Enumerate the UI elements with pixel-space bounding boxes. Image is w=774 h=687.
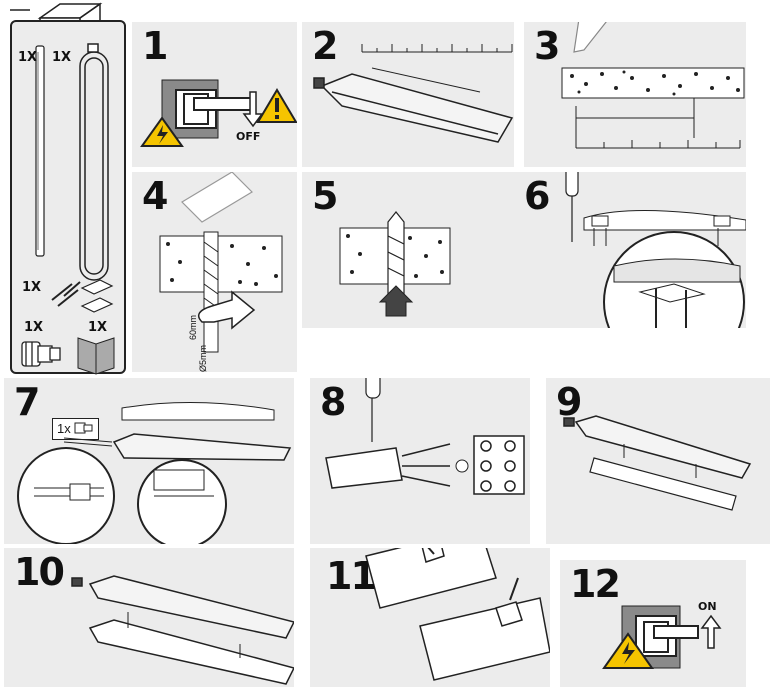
- gland-badge-count: 1x: [57, 421, 71, 436]
- gland-badge: 1x: [52, 418, 100, 440]
- ground-symbol-icon: [455, 459, 469, 473]
- manual-quantity: 1X: [88, 320, 108, 335]
- wall-plug-icon: [387, 211, 405, 297]
- step-2-panel: 2: [302, 22, 514, 167]
- kit-frame: [10, 20, 126, 374]
- bracket-icon: [80, 279, 114, 313]
- led-tube-icon: [35, 45, 45, 257]
- drill-depth-label: 60mm: [188, 314, 198, 340]
- drill-icon: [181, 172, 253, 223]
- step-11-panel: 11: [310, 548, 550, 687]
- lamp-fixture-icon: [563, 415, 752, 479]
- insert-arrows-icon: [623, 444, 697, 478]
- cable-insertion-icon: [63, 437, 113, 447]
- step-number: 3: [534, 24, 560, 68]
- insert-arrows-icon: [127, 612, 241, 658]
- ceiling-surface-icon: [561, 67, 745, 99]
- manual-icon: [77, 337, 115, 375]
- step-8-panel: 8: [310, 378, 530, 544]
- step-number: 5: [312, 174, 338, 218]
- ruler-icon: [575, 98, 741, 149]
- clip-arrows-icon: [427, 548, 519, 601]
- step-12-panel: 12 ON: [560, 560, 746, 687]
- wall-surface-icon: [159, 235, 283, 293]
- housing-quantity: 1X: [52, 50, 72, 65]
- step-number: 7: [14, 380, 40, 424]
- cable-gland-icon: [21, 341, 61, 367]
- step-number: 12: [570, 562, 621, 606]
- pencil-icon: [573, 22, 607, 53]
- off-label: OFF: [236, 130, 261, 143]
- step-number: 1: [142, 24, 168, 68]
- step-number: 2: [312, 24, 338, 68]
- step-4-panel: 4 60mm Ø5mm: [132, 172, 297, 372]
- warning-electric-icon: [140, 116, 184, 147]
- drill-bit-icon: [203, 231, 219, 353]
- step-number: 8: [320, 380, 346, 424]
- screwdriver-icon: [365, 378, 381, 442]
- switch-down-arrow-icon: [242, 91, 264, 128]
- cable-gland-icon: [74, 422, 93, 434]
- detail-circle-left-icon: [17, 447, 115, 544]
- step-1-panel: 1 OFF: [132, 22, 297, 167]
- warning-exclamation-icon: [256, 88, 297, 123]
- step-6-panel: 6: [514, 172, 746, 328]
- lamp-end-bottom-icon: [419, 597, 550, 681]
- step-7-panel: 1x 7: [4, 378, 294, 544]
- step-5-panel: 5: [302, 172, 514, 328]
- gland-quantity: 1X: [24, 320, 44, 335]
- lamp-housing-icon: [79, 43, 109, 281]
- ceiling-surface-icon: [583, 209, 746, 231]
- lamp-fixture-icon: [112, 433, 292, 461]
- circuit-breaker-icon: [161, 79, 253, 139]
- ceiling-surface-icon: [121, 401, 275, 421]
- lamp-fixture-icon: [313, 73, 514, 143]
- screws-quantity: 1X: [22, 280, 42, 295]
- rotation-arrow-icon: [197, 290, 256, 330]
- detail-circle-icon: [603, 231, 745, 328]
- ruler-icon: [361, 44, 513, 93]
- on-label: ON: [698, 600, 717, 613]
- terminal-block-icon: [473, 435, 525, 495]
- step-number: 4: [142, 174, 168, 218]
- tube-quantity: 1X: [18, 50, 38, 65]
- cable-icon: [325, 443, 451, 489]
- screwdriver-icon: [565, 172, 579, 242]
- step-10-panel: 10: [4, 548, 294, 687]
- step-number: 10: [14, 550, 65, 594]
- diffuser-cover-icon: [88, 619, 294, 685]
- step-number: 9: [556, 380, 582, 424]
- warning-electric-icon: [602, 632, 654, 669]
- detail-circle-right-icon: [137, 459, 227, 544]
- lamp-fixture-icon: [71, 575, 294, 639]
- step-9-panel: 9: [546, 378, 770, 544]
- screws-icon: [51, 281, 81, 307]
- drill-diameter-label: Ø5mm: [198, 345, 208, 372]
- step-number: 6: [524, 174, 550, 218]
- switch-up-arrow-icon: [700, 614, 722, 649]
- push-arrow-icon: [378, 285, 414, 317]
- bracket-icon: [591, 215, 731, 246]
- led-tube-icon: [589, 457, 737, 511]
- step-3-panel: 3: [524, 22, 746, 167]
- lamp-end-top-icon: [365, 548, 497, 609]
- step-number: 11: [326, 554, 377, 598]
